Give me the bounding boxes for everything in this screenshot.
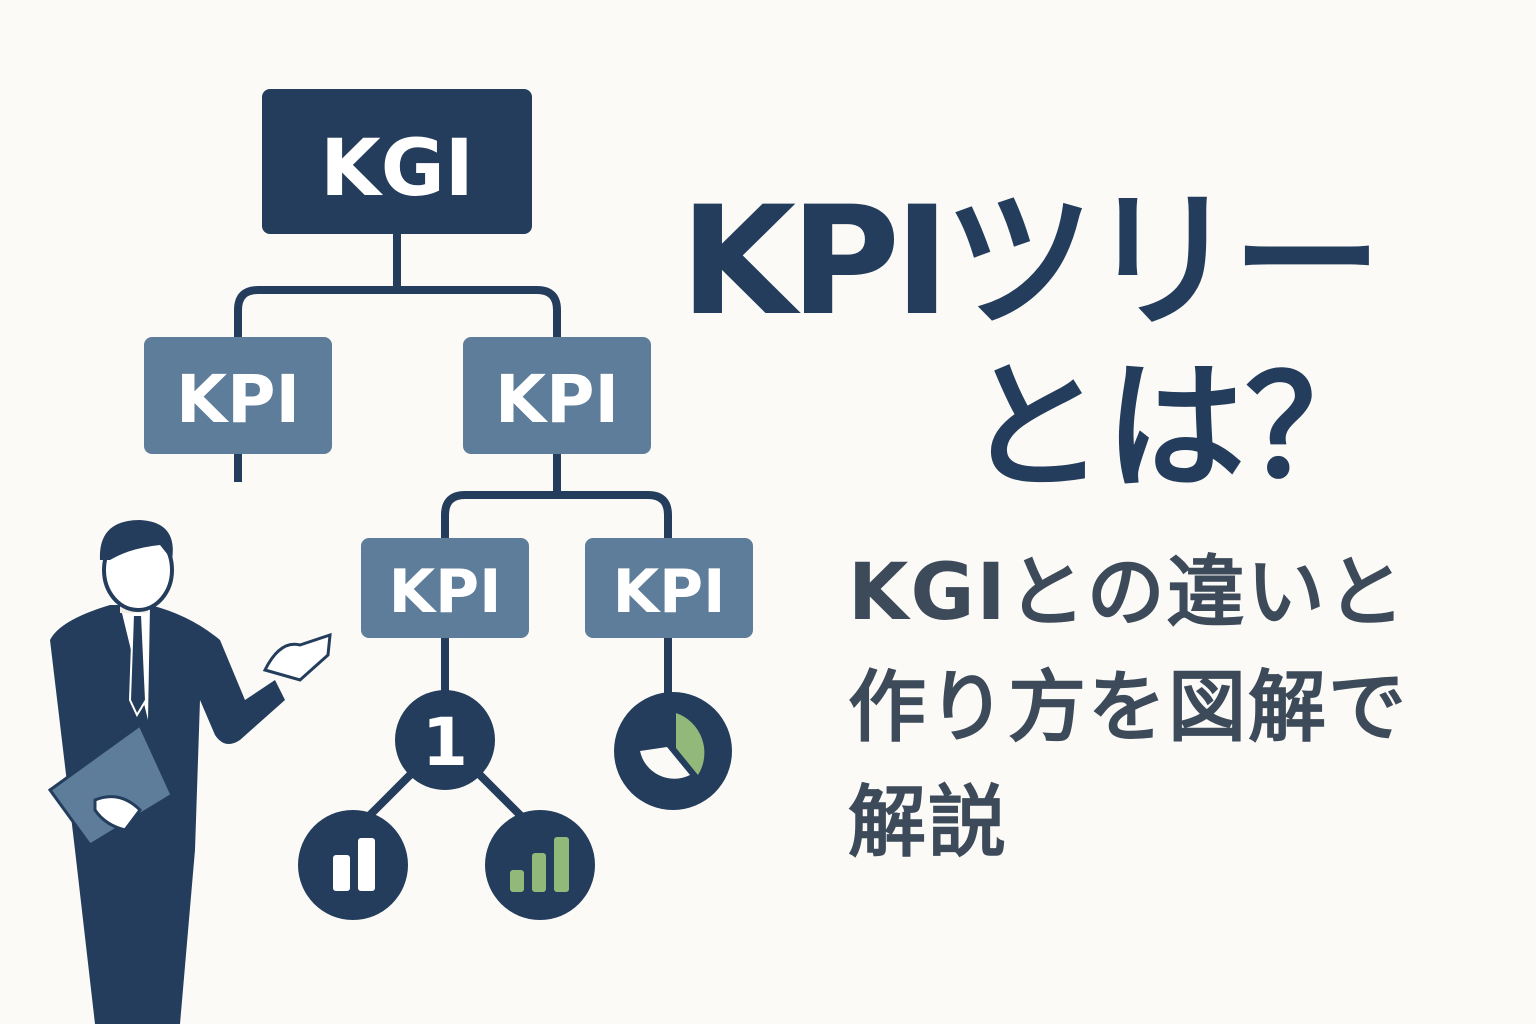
svg-text:KPI: KPI — [613, 557, 726, 627]
subtitle-line-3: 解説 — [848, 778, 1009, 868]
subtitle-line-2: 作り方を図解で — [848, 663, 1409, 753]
kpi-box-right: KPI — [463, 337, 651, 454]
svg-text:KPI: KPI — [495, 361, 619, 438]
growth-chart-icon — [485, 810, 595, 920]
kgi-box: KGI — [262, 89, 532, 234]
number-node: 1 — [395, 690, 495, 790]
title-line-1: KPIツリー — [680, 175, 1382, 349]
kpi-box-sub-left: KPI — [361, 538, 529, 638]
subtitle-line-1: KGIとの違いと — [848, 548, 1407, 638]
svg-text:KGI: KGI — [320, 124, 474, 214]
svg-text:KPI: KPI — [176, 361, 300, 438]
businessman-figure — [47, 520, 332, 1024]
svg-text:KPI: KPI — [389, 557, 502, 627]
kpi-box-left: KPI — [144, 337, 332, 454]
title-line-2: とは？ — [965, 347, 1386, 510]
kpi-box-sub-right: KPI — [585, 538, 753, 638]
connector-lines — [234, 230, 672, 838]
pie-chart-icon — [614, 692, 732, 810]
bar-chart-icon — [298, 810, 408, 920]
svg-text:1: 1 — [422, 704, 468, 781]
